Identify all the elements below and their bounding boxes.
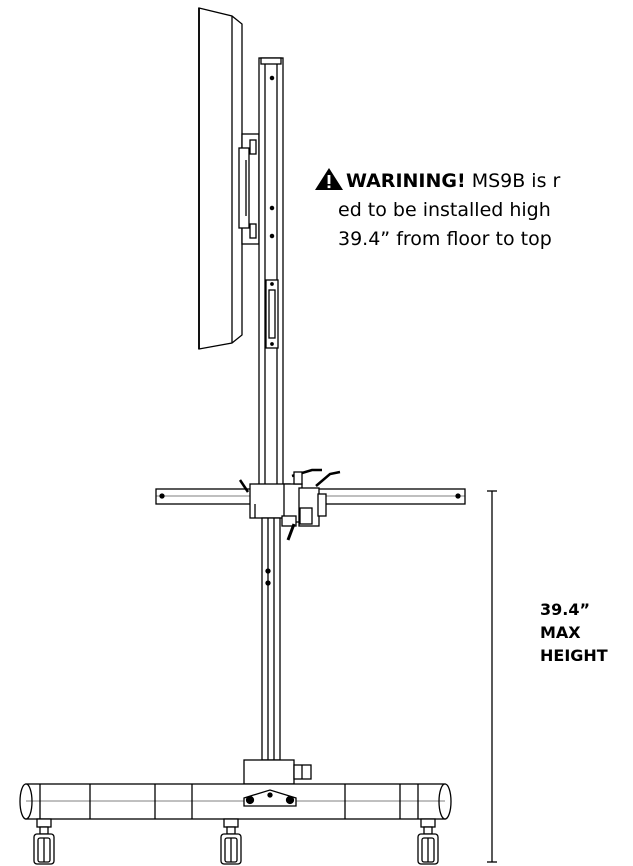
warning-text-line1: MS9B is r bbox=[471, 170, 561, 192]
warning-triangle-icon bbox=[315, 168, 343, 190]
height-line2: MAX bbox=[540, 623, 581, 642]
base-tube bbox=[19, 783, 452, 820]
caster-left bbox=[33, 818, 55, 865]
mast-clamp bbox=[265, 279, 279, 349]
height-line3: HEIGHT bbox=[540, 646, 608, 665]
warning-notice: WARINING! MS9B is r ed to be installed h… bbox=[314, 167, 633, 254]
warning-label: WARINING! bbox=[346, 170, 466, 192]
vesa-bracket bbox=[238, 133, 260, 245]
warning-text-line3: 39.4” from floor to top bbox=[338, 228, 552, 250]
lower-mast bbox=[261, 517, 281, 761]
height-value: 39.4” bbox=[540, 600, 590, 619]
clamp-hardware bbox=[238, 468, 341, 541]
caster-middle bbox=[220, 818, 242, 865]
warning-text-line2: ed to be installed high bbox=[338, 199, 551, 221]
base-block bbox=[243, 759, 312, 785]
dimension-line bbox=[487, 490, 497, 863]
max-height-label: 39.4” MAX HEIGHT bbox=[540, 598, 608, 667]
tv-display bbox=[198, 7, 243, 350]
caster-right bbox=[417, 818, 439, 865]
upper-mast bbox=[258, 57, 284, 491]
